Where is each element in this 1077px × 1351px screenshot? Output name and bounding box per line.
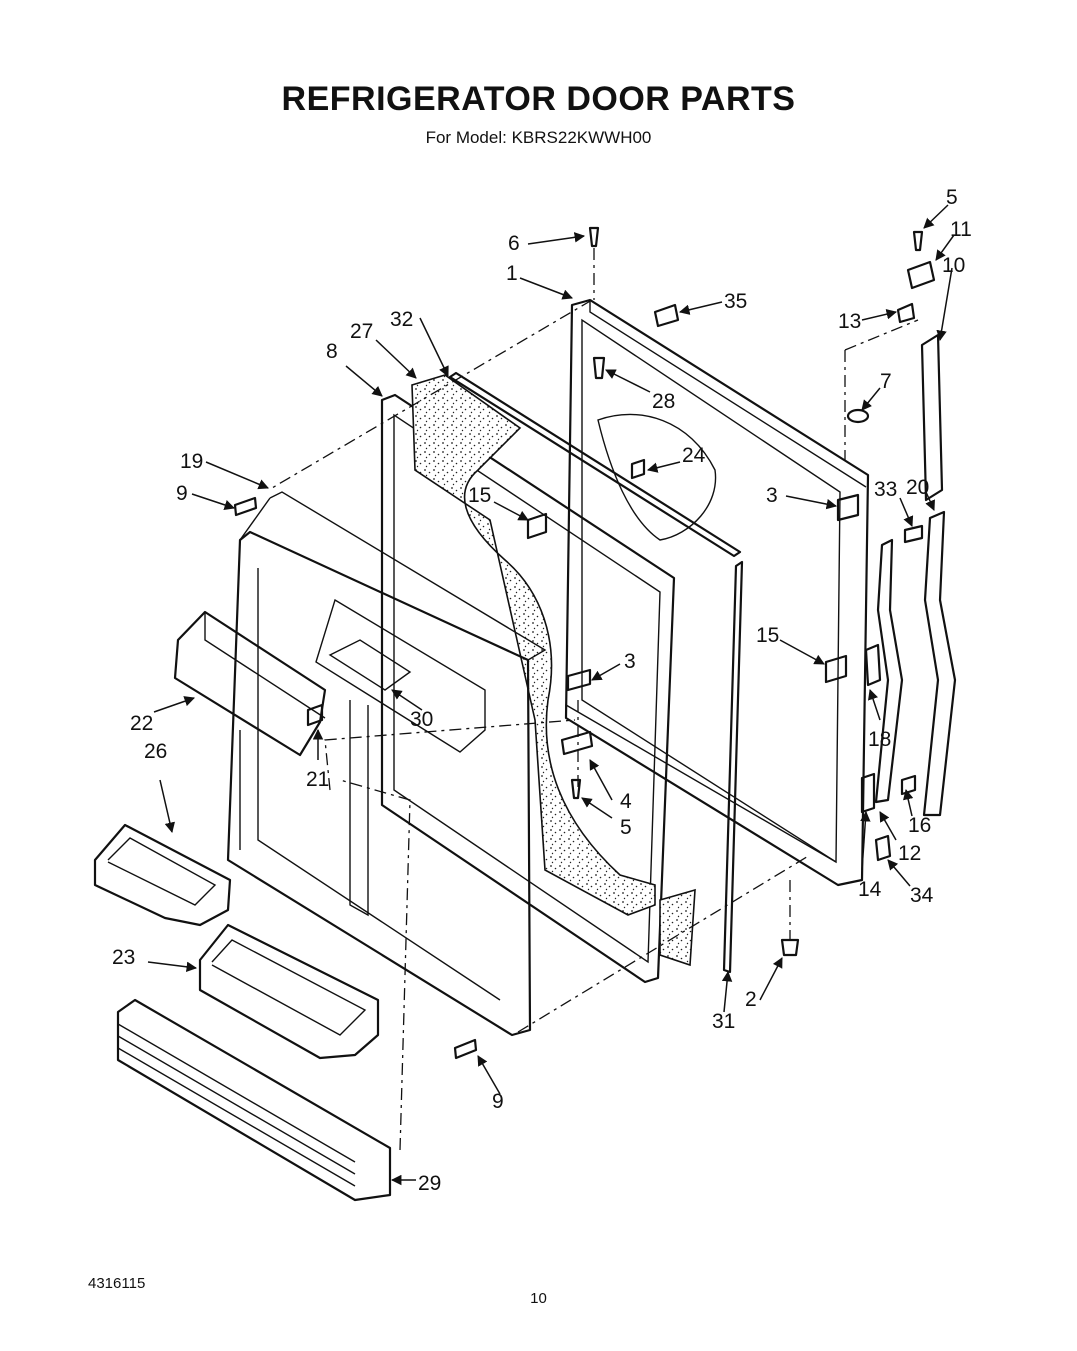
callout-21: 21: [306, 768, 329, 791]
callout-13: 13: [838, 310, 861, 333]
callout-9a: 9: [176, 482, 188, 505]
callout-35: 35: [724, 290, 747, 313]
callout-5a: 5: [946, 186, 958, 209]
callout-1: 1: [506, 262, 518, 285]
callout-5b: 5: [620, 816, 632, 839]
page-title: REFRIGERATOR DOOR PARTS: [281, 80, 796, 118]
hardware-screws: [233, 226, 936, 1060]
callout-10: 10: [942, 254, 965, 277]
callout-12: 12: [898, 842, 921, 865]
door-liner: [226, 491, 547, 1037]
callout-9b: 9: [492, 1090, 504, 1113]
callout-7: 7: [880, 370, 892, 393]
callout-27: 27: [350, 320, 373, 343]
callout-labels: 1 2 3 3 3 4 5 5 6 7 8 9 9 10 11 12 13 14…: [112, 186, 972, 1195]
callout-31: 31: [712, 1010, 735, 1033]
bottom-shelf-trim: [116, 998, 392, 1202]
callout-3a: 3: [766, 484, 778, 507]
callout-15a: 15: [468, 484, 491, 507]
page-number: 10: [530, 1290, 547, 1307]
callout-33: 33: [874, 478, 897, 501]
door-handle: [864, 333, 957, 817]
callout-18: 18: [868, 728, 891, 751]
door-gasket: [380, 393, 676, 984]
callout-29: 29: [418, 1172, 441, 1195]
callout-11: 11: [950, 218, 972, 241]
model-subtitle: For Model: KBRS22KWWH00: [425, 128, 652, 147]
callout-26: 26: [144, 740, 167, 763]
callout-3b: 3: [624, 650, 636, 673]
callout-23: 23: [112, 946, 135, 969]
callout-4: 4: [620, 790, 632, 813]
callout-15b: 15: [756, 624, 779, 647]
top-trim-strip: [448, 371, 742, 558]
door-foam-insulation: [411, 374, 696, 967]
callout-6: 6: [508, 232, 520, 255]
callout-14: 14: [858, 878, 882, 901]
assembly-lines: [271, 248, 919, 1151]
callout-22: 22: [130, 712, 153, 735]
outer-door-panel: [564, 298, 870, 887]
leader-arrows: [147, 204, 955, 1186]
callout-30: 30: [410, 708, 433, 731]
callout-32: 32: [390, 308, 413, 331]
callout-16: 16: [908, 814, 931, 837]
callout-24: 24: [682, 444, 706, 467]
callout-2: 2: [745, 988, 757, 1011]
document-number: 4316115: [88, 1275, 146, 1292]
side-trim-strip: [722, 560, 744, 974]
shelf-trim: [173, 610, 327, 757]
callout-8: 8: [326, 340, 338, 363]
callout-20: 20: [906, 476, 929, 499]
callout-19: 19: [180, 450, 203, 473]
door-bin-large: [198, 923, 380, 1060]
callout-28: 28: [652, 390, 675, 413]
callout-34: 34: [910, 884, 934, 907]
door-bin-small: [93, 823, 232, 927]
